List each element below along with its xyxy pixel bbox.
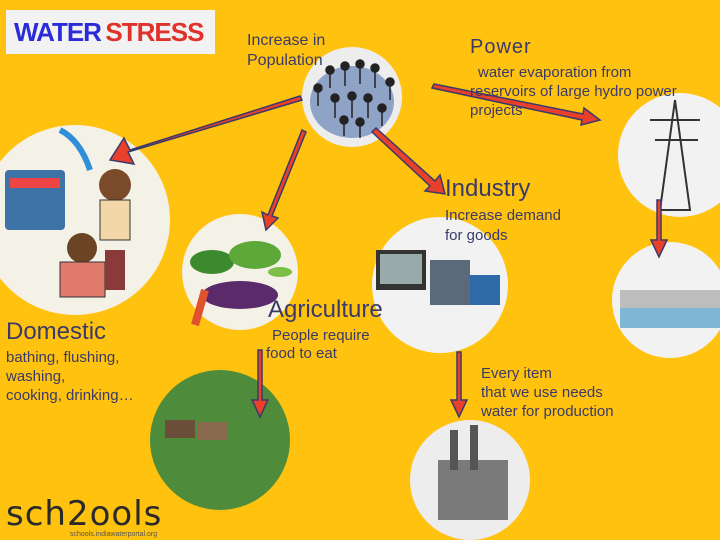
domestic-heading: Domestic [6,318,107,345]
farm-field-image [150,370,290,510]
industry-machines-image [372,217,508,353]
domestic-desc-line2: washing, [6,368,66,385]
agriculture-description: People require food to eat [266,327,370,363]
power-description: water evaporation from reservoirs of lar… [470,63,677,120]
logo-url: schools.indiawaterportal.org [70,531,158,538]
power-desc-line2: reservoirs of large hydro power [470,83,677,100]
production-line3: water for production [481,403,614,420]
agriculture-desc-line2: food to eat [266,345,337,362]
title-banner: WATER STRESS [6,10,215,54]
domestic-desc-line1: bathing, flushing, [6,349,120,366]
population-label: Increase in Population [247,31,325,71]
population-line2: Population [247,52,323,69]
arrow-power-to-dam [649,199,669,259]
title-water: WATER [14,17,102,47]
industry-heading: Industry [445,175,531,202]
arrow-population-to-power [430,83,602,127]
industry-description: Increase demand for goods [445,206,561,246]
logo-wordmark: sch2ools [6,494,163,534]
domestic-description: bathing, flushing, washing, cooking, dri… [6,348,134,405]
population-line1: Increase in [247,32,326,49]
power-desc-line3: projects [470,102,523,119]
agriculture-desc-line1: People require [272,327,370,344]
population-globe-image [302,47,402,147]
power-desc-line1: water evaporation from [478,64,632,81]
factory-image [410,420,530,540]
agriculture-heading: Agriculture [268,296,383,323]
dam-image [612,242,720,358]
arrow-population-to-domestic [108,95,304,165]
power-pylon-image [618,93,720,217]
flow-arrows [108,83,669,419]
arrow-population-to-industry [370,126,447,195]
industry-desc-line2: for goods [445,227,508,244]
production-line2: that we use needs [481,384,603,401]
power-heading: Power [470,36,532,58]
arrow-population-to-agriculture [260,128,307,232]
industry-desc-line1: Increase demand [445,207,561,224]
schools-logo: sch2ools schools.indiawaterportal.org [6,497,162,538]
title-stress: STRESS [105,17,204,47]
arrow-agriculture-to-field [250,349,270,419]
production-line1: Every item [481,365,552,382]
domestic-desc-line3: cooking, drinking… [6,387,134,404]
vegetables-image [182,214,298,330]
arrow-industry-to-factory [449,351,469,419]
production-description: Every item that we use needs water for p… [481,364,614,421]
domestic-scene-image [0,125,170,315]
